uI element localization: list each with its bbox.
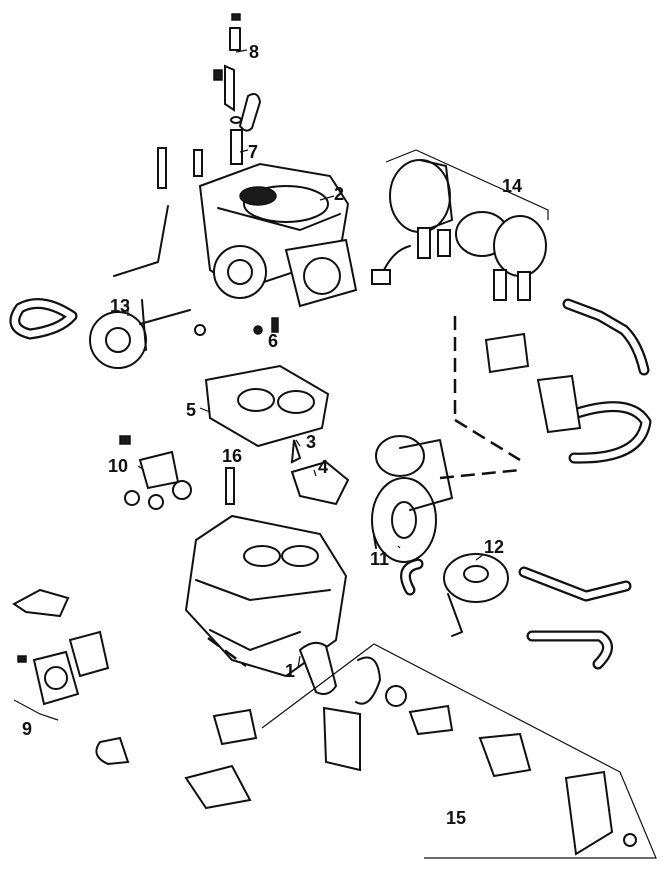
part-12-vacuum-control	[400, 553, 509, 637]
part-9-thermostat-housing	[13, 650, 80, 721]
right-hoses	[484, 298, 652, 670]
callout-6: 6	[268, 331, 278, 351]
callout-8: 8	[249, 42, 259, 62]
callout-15: 15	[446, 808, 466, 828]
part-15-linkage-kit	[261, 643, 657, 859]
part-misc-left	[12, 588, 258, 810]
part-6-screws	[253, 317, 279, 335]
part-11-vacuum-diaphragm	[371, 435, 453, 563]
callout-11: 11	[370, 549, 389, 569]
part-16-needle	[225, 467, 235, 505]
part-10-pump-cover	[119, 435, 192, 510]
callout-12: 12	[484, 537, 504, 557]
callout-16: 16	[222, 446, 242, 466]
callout-14: 14	[502, 176, 522, 196]
callout-1: 1	[285, 661, 295, 681]
callout-7: 7	[248, 142, 258, 162]
callout-9: 9	[22, 719, 32, 739]
callout-10: 10	[108, 456, 128, 476]
callout-leaders	[127, 49, 485, 669]
part-14-vacuum-units	[371, 149, 549, 301]
callout-3: 3	[306, 432, 316, 452]
part-4-choke-piece	[290, 460, 350, 506]
callout-labels: 1 2 3 4 5 6 7 8 9 10 11 12 13 14 15 16	[22, 42, 522, 828]
part-7-pin	[230, 116, 243, 165]
part-5-gasket	[199, 364, 330, 448]
part-1-carburetor-body	[184, 514, 348, 695]
callout-13: 13	[110, 296, 130, 316]
part-8-jet-assembly	[213, 13, 262, 132]
dashed-routing-lines	[207, 316, 521, 668]
callout-4: 4	[318, 457, 328, 477]
part-2-carburetor-cover	[113, 147, 358, 308]
part-3-pin	[290, 439, 302, 464]
callout-5: 5	[186, 400, 196, 420]
part-13-vacuum-diaphragm	[9, 298, 206, 369]
callout-2: 2	[334, 184, 344, 204]
